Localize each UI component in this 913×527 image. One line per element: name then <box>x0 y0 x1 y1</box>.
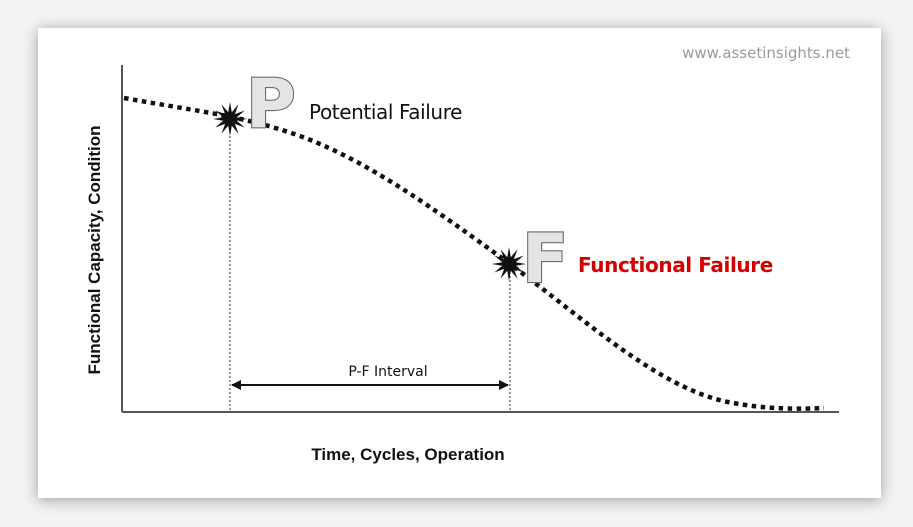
watermark-text: www.assetinsights.net <box>682 44 850 62</box>
pf-curve-diagram: www.assetinsights.net P F Potential Fail… <box>85 44 850 464</box>
p-letter: P <box>246 65 296 144</box>
y-axis-title: Functional Capacity, Condition <box>85 125 104 374</box>
pf-interval-label: P-F Interval <box>348 364 427 380</box>
potential-failure-label: Potential Failure <box>309 100 462 124</box>
functional-failure-label: Functional Failure <box>578 253 773 277</box>
potential-failure-starburst-icon <box>213 102 247 136</box>
f-letter: F <box>522 220 568 299</box>
functional-failure-starburst-icon <box>492 247 526 281</box>
diagram-card: www.assetinsights.net P F Potential Fail… <box>38 28 881 498</box>
x-axis-title: Time, Cycles, Operation <box>311 445 504 464</box>
